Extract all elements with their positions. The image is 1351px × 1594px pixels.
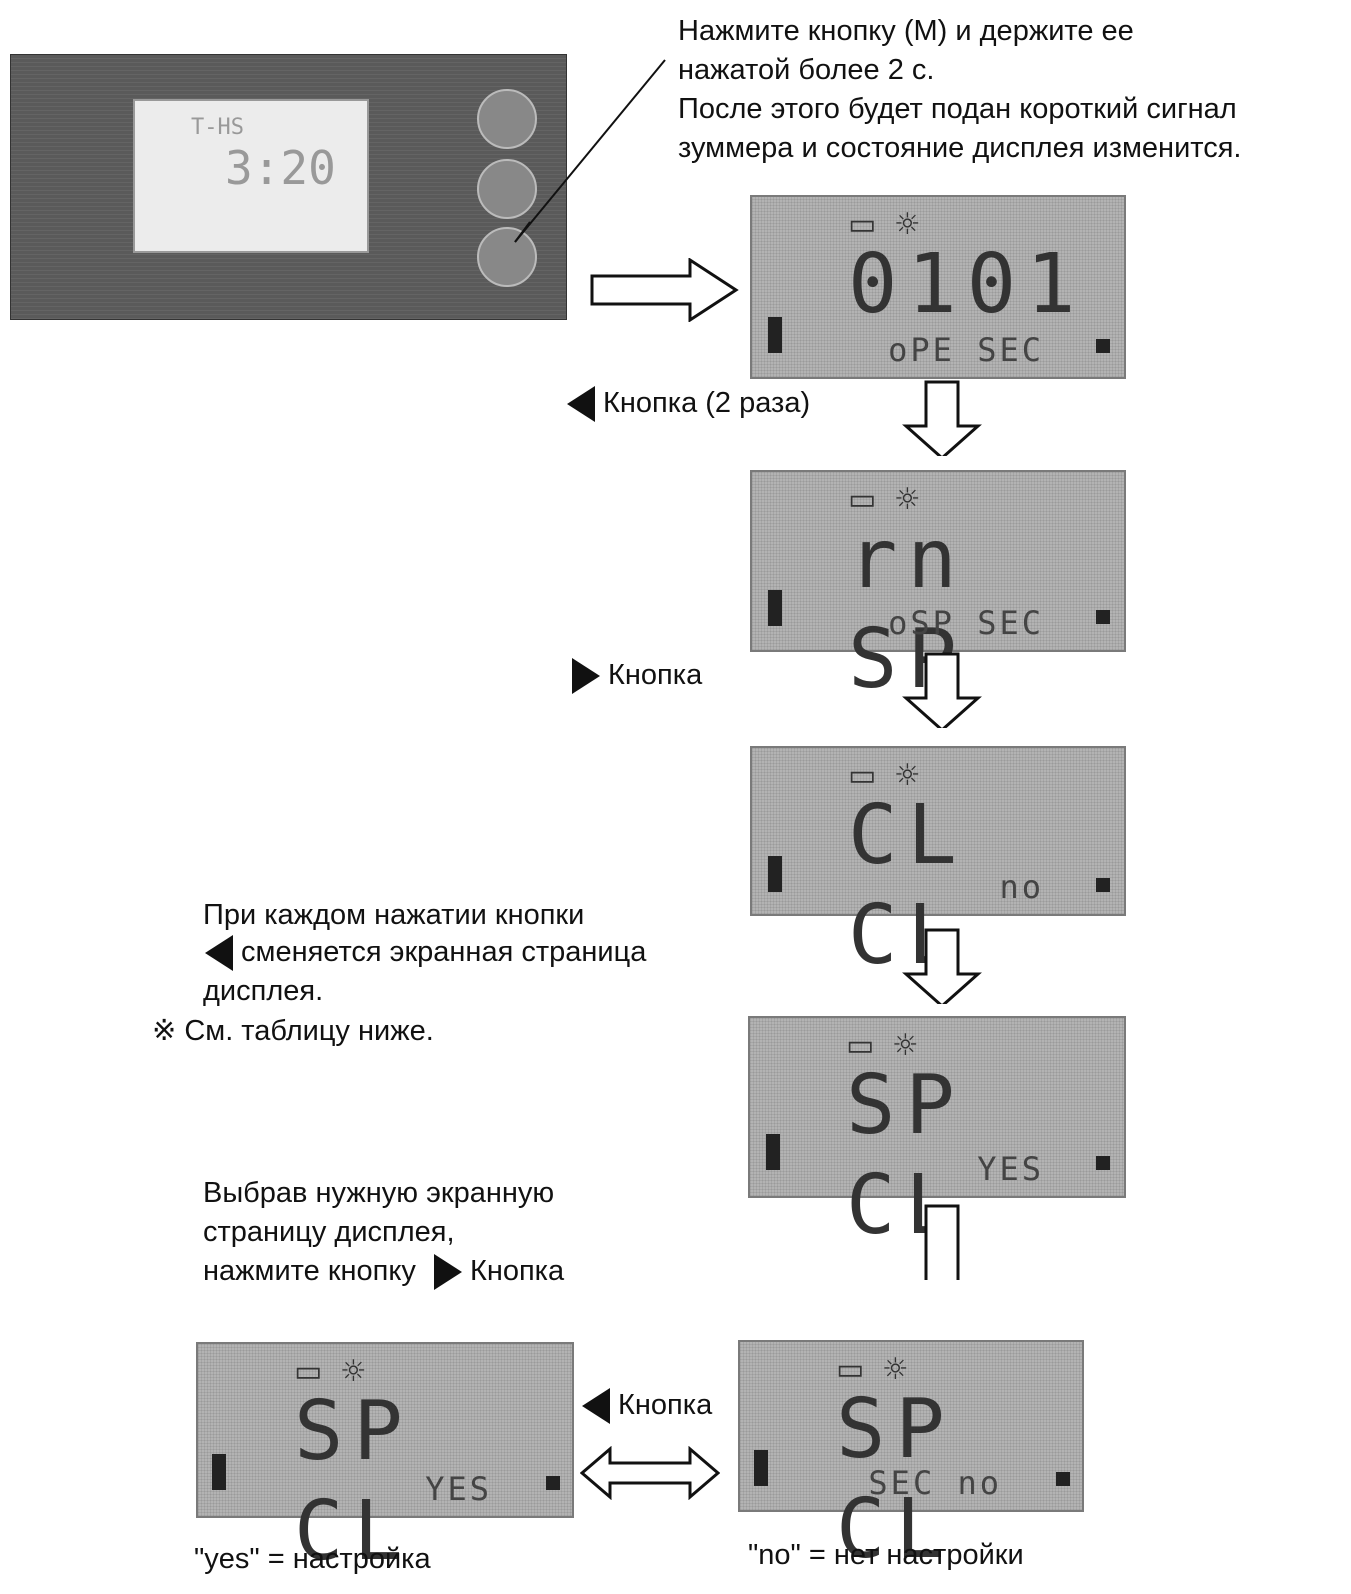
instruction-line-3: После этого будет подан короткий сигнал xyxy=(678,90,1237,129)
lcd-segment xyxy=(212,1454,226,1490)
lcd-segment xyxy=(766,1134,780,1170)
down-arrow-icon xyxy=(902,652,982,728)
lcd-sub-value: YES xyxy=(977,1150,1044,1188)
lcd-screen-2: ▭ ☼ rn SP oSP SEC xyxy=(750,470,1126,652)
lcd-segment xyxy=(754,1450,768,1486)
lcd-segment xyxy=(1056,1472,1070,1486)
note-line-3: дисплея. xyxy=(203,972,323,1011)
right-triangle-icon xyxy=(432,1252,464,1292)
lcd-segment xyxy=(1096,610,1110,624)
step-label-1-text: Кнопка (2 раза) xyxy=(603,387,810,419)
lcd-segment xyxy=(546,1476,560,1490)
note-line-4-text: См. таблицу ниже. xyxy=(184,1015,433,1047)
select-button-label: Кнопка xyxy=(470,1255,564,1287)
lcd-main-value: 0101 xyxy=(848,235,1085,335)
left-triangle-icon xyxy=(565,384,597,424)
lcd-segment xyxy=(768,856,782,892)
reference-mark-icon: ※ xyxy=(152,1013,176,1047)
note-line-4: ※См. таблицу ниже. xyxy=(152,1011,434,1051)
lcd-sub-value: no xyxy=(999,868,1044,906)
lcd-segment xyxy=(1096,878,1110,892)
lcd-sub-value: oPE SEC xyxy=(888,331,1044,369)
note-line-2-text: сменяется экранная страница xyxy=(241,936,646,968)
select-line-2: страницу дисплея, xyxy=(203,1213,455,1252)
lcd-sub-value: oSP SEC xyxy=(888,604,1044,642)
left-triangle-icon xyxy=(580,1386,612,1426)
left-triangle-icon xyxy=(203,933,235,973)
lcd-main-value: CL CL xyxy=(848,786,1124,986)
lcd-segment xyxy=(1096,339,1110,353)
lcd-sub-value: SEC no xyxy=(868,1464,1002,1502)
step-label-2: Кнопка xyxy=(570,656,702,696)
instruction-line-2: нажатой более 2 с. xyxy=(678,51,934,90)
instruction-line-1: Нажмите кнопку (M) и держите ее xyxy=(678,12,1134,51)
toggle-label: Кнопка xyxy=(580,1386,712,1426)
down-arrow-icon xyxy=(902,928,982,1004)
lcd-screen-4: ▭ ☼ SP CL YES xyxy=(748,1016,1126,1198)
down-arrow-icon xyxy=(902,1204,982,1280)
select-line-1: Выбрав нужную экранную xyxy=(203,1174,554,1213)
lcd-sub-value: YES xyxy=(425,1470,492,1508)
note-line-2: сменяется экранная страница xyxy=(203,933,646,973)
lcd-screen-no: ▭ ☼ SP CL SEC no xyxy=(738,1340,1084,1512)
lcd-screen-yes: ▭ ☼ SP CL YES xyxy=(196,1342,574,1518)
right-triangle-icon xyxy=(570,656,602,696)
double-arrow-icon xyxy=(580,1446,720,1500)
lcd-segment xyxy=(1096,1156,1110,1170)
lcd-segment xyxy=(768,317,782,353)
toggle-label-text: Кнопка xyxy=(618,1389,712,1421)
note-line-1: При каждом нажатии кнопки xyxy=(203,896,584,935)
lcd-screen-3: ▭ ☼ CL CL no xyxy=(750,746,1126,916)
no-caption: "no" = нет настройки xyxy=(748,1536,1024,1575)
select-line-3-text: нажмите кнопку xyxy=(203,1255,416,1287)
step-label-1: Кнопка (2 раза) xyxy=(565,384,810,424)
lcd-segment xyxy=(768,590,782,626)
lcd-screen-1: ▭ ☼ 0101 oPE SEC xyxy=(750,195,1126,379)
instruction-line-4: зуммера и состояние дисплея изменится. xyxy=(678,129,1242,168)
select-line-3: нажмите кнопку Кнопка xyxy=(203,1252,564,1292)
right-arrow-icon xyxy=(590,258,740,322)
down-arrow-icon xyxy=(902,380,982,456)
yes-caption: "yes" = настройка xyxy=(194,1540,431,1579)
step-label-2-text: Кнопка xyxy=(608,659,702,691)
